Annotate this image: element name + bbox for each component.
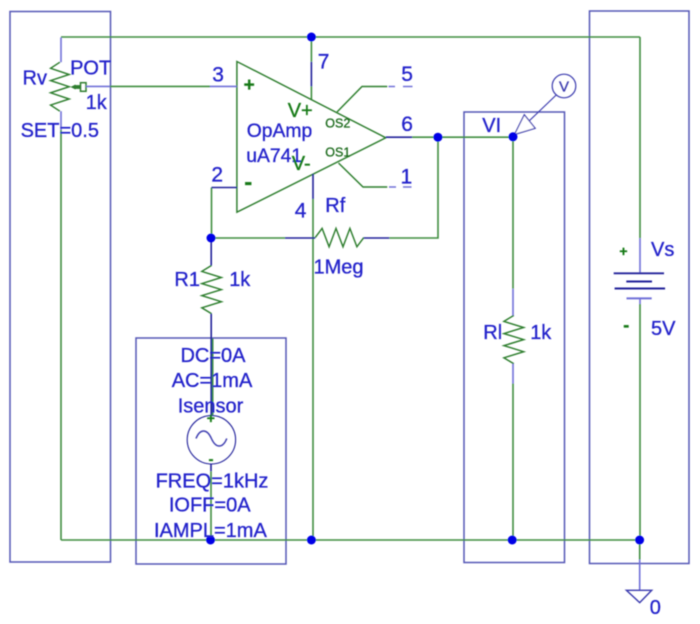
svg-text:DC=0A: DC=0A bbox=[180, 345, 246, 367]
svg-text:4: 4 bbox=[295, 200, 307, 223]
svg-text:OpAmp: OpAmp bbox=[247, 121, 312, 142]
svg-text:6: 6 bbox=[401, 113, 413, 136]
svg-text:-: - bbox=[623, 315, 629, 335]
svg-text:VI: VI bbox=[482, 115, 501, 137]
svg-text:FREQ=1kHz: FREQ=1kHz bbox=[156, 471, 269, 493]
svg-text:-: - bbox=[244, 169, 252, 196]
svg-text:1k: 1k bbox=[86, 92, 108, 114]
svg-text:Isensor: Isensor bbox=[178, 396, 244, 418]
svg-text:0: 0 bbox=[650, 597, 661, 619]
svg-text:Rl: Rl bbox=[483, 322, 502, 344]
svg-text:SET=0.5: SET=0.5 bbox=[21, 120, 99, 142]
svg-text:1: 1 bbox=[401, 166, 413, 189]
svg-text:7: 7 bbox=[318, 51, 330, 74]
svg-text:Vs: Vs bbox=[651, 239, 674, 261]
svg-text:uA741: uA741 bbox=[246, 146, 302, 167]
svg-text:5V: 5V bbox=[651, 318, 676, 340]
svg-text:V-: V- bbox=[292, 153, 311, 175]
svg-text:2: 2 bbox=[211, 163, 223, 186]
svg-text:Rf: Rf bbox=[325, 195, 345, 217]
svg-text:AC=1mA: AC=1mA bbox=[172, 370, 253, 392]
svg-text:1k: 1k bbox=[530, 322, 552, 344]
svg-text:OS1: OS1 bbox=[325, 145, 350, 159]
svg-text:POT: POT bbox=[70, 58, 111, 80]
svg-text:3: 3 bbox=[212, 63, 224, 86]
svg-text:+: + bbox=[244, 75, 255, 96]
svg-text:IOFF=0A: IOFF=0A bbox=[169, 495, 251, 517]
svg-text:5: 5 bbox=[401, 63, 413, 86]
svg-text:-: - bbox=[209, 451, 214, 468]
svg-text:+: + bbox=[619, 243, 627, 259]
svg-text:1Meg: 1Meg bbox=[314, 257, 364, 279]
svg-text:OS2: OS2 bbox=[325, 117, 350, 131]
svg-text:+: + bbox=[207, 410, 215, 426]
svg-text:V: V bbox=[559, 79, 569, 96]
svg-text:IAMPL=1mA: IAMPL=1mA bbox=[154, 520, 267, 542]
svg-text:R1: R1 bbox=[174, 269, 200, 291]
svg-text:V+: V+ bbox=[288, 100, 313, 122]
svg-text:Rv: Rv bbox=[23, 67, 47, 89]
svg-text:1k: 1k bbox=[229, 269, 251, 291]
